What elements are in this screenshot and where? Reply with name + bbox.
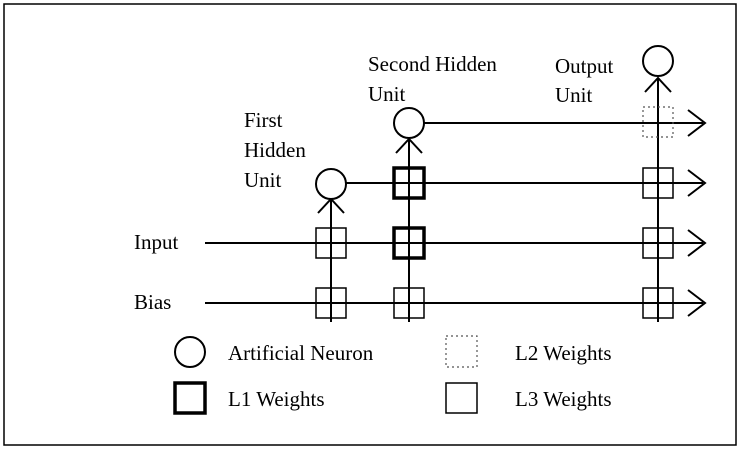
l3-weight [315,227,347,259]
l3-weight [642,167,674,199]
label-line: Unit [555,83,593,107]
legend-l1-icon [173,381,207,415]
legend: Artificial Neuron L1 Weights L2 Weights … [173,335,612,415]
arrow-head [687,289,707,317]
diagram-frame [3,3,737,446]
arrow-head [687,169,707,197]
l3-weight [642,287,674,319]
l3-weight [642,227,674,259]
vertical-lines [317,76,672,322]
l1-weight [392,166,426,200]
legend-l2-icon [445,335,478,368]
legend-l3-label: L3 Weights [515,387,612,411]
label-line: Output [555,54,614,78]
second-hidden-unit-label: Second Hidden Unit [368,52,502,106]
legend-l2-label: L2 Weights [515,341,612,365]
legend-l1-label: L1 Weights [228,387,325,411]
weights [315,106,674,319]
output-neuron [642,45,674,77]
first-hidden-unit-label: First Hidden Unit [244,108,311,192]
input-label: Input [134,230,178,254]
label-line: Unit [244,168,282,192]
l3-weight [393,287,425,319]
arrow-head [687,229,707,257]
label-line: Second Hidden [368,52,497,76]
bias-label: Bias [134,290,171,314]
arrow-head [687,109,707,137]
first-hidden-neuron [315,168,347,200]
legend-neuron-icon [174,336,206,368]
l2-weight [642,106,674,138]
output-unit-label: Output Unit [555,54,619,107]
legend-neuron-label: Artificial Neuron [228,341,374,365]
l3-weight [315,287,347,319]
arrow-head [644,76,672,93]
label-line: Hidden [244,138,306,162]
label-line: Unit [368,82,406,106]
l1-weight [392,226,426,260]
neurons [315,45,674,200]
second-hidden-neuron [393,107,425,139]
legend-l3-icon [445,382,478,414]
label-line: First [244,108,283,132]
